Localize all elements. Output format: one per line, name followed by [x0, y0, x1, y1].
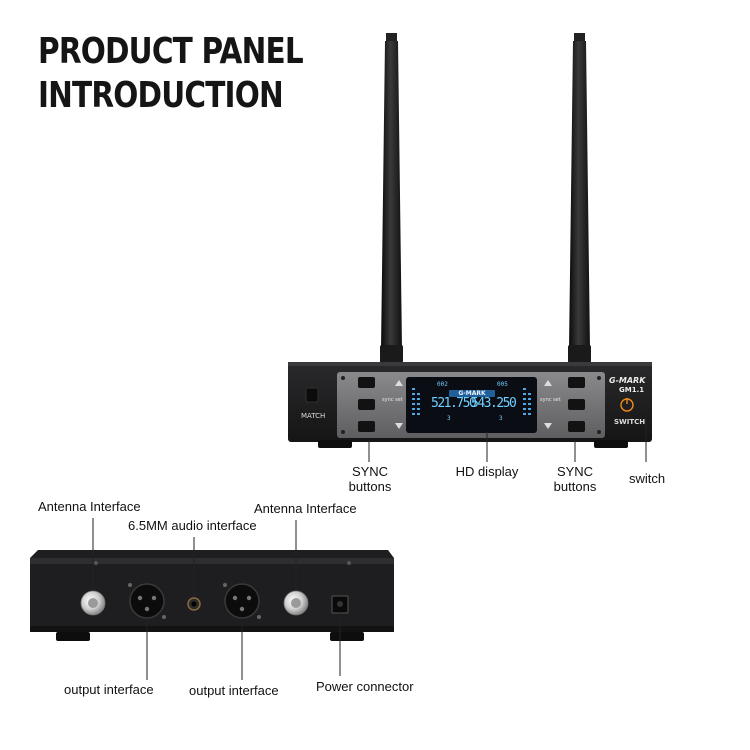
label-hd-display: HD display: [455, 464, 519, 479]
display-channel-right: 005: [497, 381, 508, 388]
display-af-right: 3: [499, 415, 503, 422]
display-frequency-left: 521.750: [431, 396, 477, 411]
label-antenna-interface-right: Antenna Interface: [254, 501, 357, 516]
match-button-label: MATCH: [301, 412, 326, 420]
page-title: PRODUCT PANEL INTRODUCTION: [38, 30, 304, 118]
label-sync-buttons-left: SYNC buttons: [348, 464, 392, 494]
sync-set-label-right: sync set: [540, 397, 561, 403]
display-channel-left: 002: [437, 381, 448, 388]
label-sync-buttons-right: SYNC buttons: [553, 464, 597, 494]
sync-buttons-right: [544, 377, 585, 432]
model-name: GM1.1: [619, 386, 645, 394]
label-antenna-interface-left: Antenna Interface: [38, 499, 141, 514]
label-power-connector: Power connector: [316, 679, 414, 694]
brand-logo: G-MARK: [609, 376, 646, 385]
rear-panel: [30, 550, 394, 641]
right-antenna: [568, 33, 591, 363]
label-output-interface-right: output interface: [189, 683, 279, 698]
switch-label: SWITCH: [614, 418, 646, 426]
title-line-2: INTRODUCTION: [38, 75, 284, 116]
title-line-1: PRODUCT PANEL: [38, 31, 304, 72]
sync-set-label-left: sync set: [382, 397, 403, 403]
sync-buttons-left: [358, 377, 403, 432]
hd-display-screen: [406, 377, 537, 433]
display-af-left: 3: [447, 415, 451, 422]
label-output-interface-left: output interface: [64, 682, 154, 697]
label-audio-interface: 6.5MM audio interface: [128, 518, 257, 533]
display-brand: G-MARK: [458, 390, 486, 397]
label-switch: switch: [628, 471, 666, 486]
left-antenna: [380, 33, 403, 363]
display-frequency-right: 543.250: [471, 396, 517, 411]
